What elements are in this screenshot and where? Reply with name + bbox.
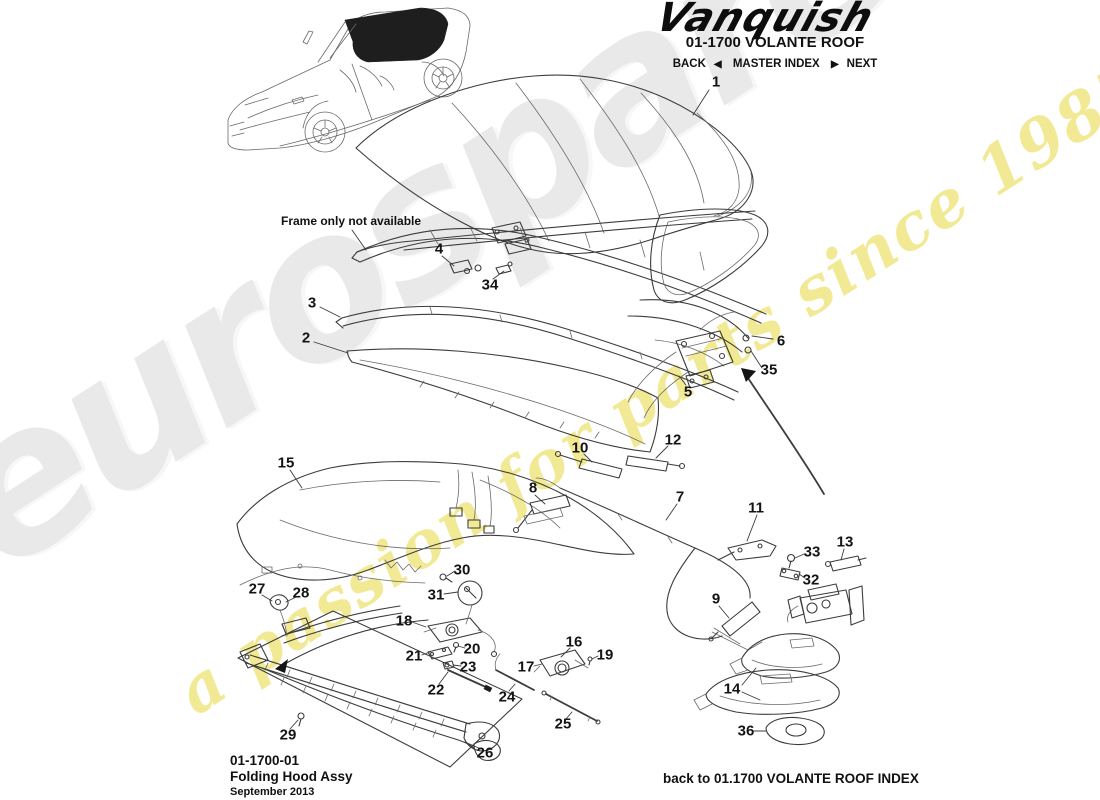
- part-callout-30: 30: [453, 561, 471, 579]
- part-callout-19: 19: [596, 646, 614, 664]
- detail-circle-part-31: [457, 580, 483, 606]
- base-frame-parts-26-29: [237, 605, 523, 768]
- part-callout-4: 4: [434, 240, 444, 258]
- part-callout-5: 5: [683, 383, 693, 401]
- next-arrow-icon[interactable]: ▶: [830, 59, 839, 70]
- part-callout-16: 16: [565, 633, 583, 651]
- page-title: 01-1700 VOLANTE ROOF: [685, 34, 865, 51]
- document-number: 01-1700-01: [230, 753, 300, 768]
- part-callout-22: 22: [427, 681, 445, 699]
- part-callout-11: 11: [748, 499, 764, 517]
- part-callout-10: 10: [571, 439, 589, 457]
- part-callout-14: 14: [723, 680, 741, 698]
- headliner-part-15: [236, 461, 635, 586]
- part-callout-7: 7: [675, 488, 685, 506]
- back-to-index-link[interactable]: back to 01.1700 VOLANTE ROOF INDEX: [663, 771, 919, 786]
- roof-bow-part-3: [335, 305, 739, 401]
- vanquish-logo: Vanquish: [650, 0, 880, 41]
- part-callout-25: 25: [554, 715, 572, 733]
- part-callout-26: 26: [476, 744, 494, 762]
- part-callout-20: 20: [463, 640, 481, 658]
- car-soft-top: [344, 7, 449, 63]
- part-callout-6: 6: [776, 332, 786, 350]
- part-callout-9: 9: [711, 590, 721, 608]
- part-callout-31: 31: [427, 586, 445, 604]
- motion-arrow-down-icon: [275, 619, 429, 673]
- bracket-part-4: [449, 259, 473, 274]
- roof-canopy-part-1: [355, 74, 754, 255]
- part-callout-15: 15: [277, 454, 295, 472]
- nav-next-link[interactable]: NEXT: [846, 58, 878, 70]
- part-callout-27: 27: [248, 580, 266, 598]
- part-callout-3: 3: [307, 294, 317, 312]
- part-callout-2: 2: [301, 329, 311, 347]
- part-callout-18: 18: [395, 612, 413, 630]
- part-callout-24: 24: [498, 688, 516, 706]
- leader-lines: [261, 89, 845, 750]
- cover-parts-14-36: [693, 633, 841, 746]
- part-callout-29: 29: [279, 726, 297, 744]
- roof-frame-assembly: [351, 208, 769, 324]
- clip-parts-27-28-30-31: [269, 573, 483, 637]
- car-illustration: [227, 7, 471, 153]
- link-rods-parts-21-25: [427, 646, 601, 725]
- hydraulic-hose-part-7: [535, 477, 751, 640]
- motor-parts-16-17-19: [533, 649, 593, 677]
- part-callout-32: 32: [802, 571, 820, 589]
- document-date: September 2013: [230, 786, 315, 798]
- motion-arrow-up-icon: [741, 368, 825, 495]
- latch-parts-11-32-33: [717, 539, 801, 581]
- part-callout-35: 35: [760, 361, 778, 379]
- nav-master-index-link[interactable]: MASTER INDEX: [732, 58, 820, 70]
- motor-parts-18-20: [423, 617, 498, 658]
- roof-bow-part-2: [346, 348, 660, 453]
- document-info: 01-1700-01 Folding Hood Assy September 2…: [230, 753, 353, 799]
- part-callout-28: 28: [292, 584, 310, 602]
- catalog-nav: BACK ◀ MASTER INDEX ▶ NEXT: [640, 58, 910, 70]
- bolt-part-30: [439, 573, 447, 581]
- rear-linkage-parts-5-6-35: [627, 299, 752, 419]
- roof-motor-assembly-right: [787, 583, 865, 626]
- back-arrow-icon[interactable]: ◀: [713, 59, 722, 70]
- nav-back-link[interactable]: BACK: [672, 58, 706, 70]
- part-callout-8: 8: [528, 479, 538, 497]
- part-callout-21: 21: [405, 647, 423, 665]
- part-callout-23: 23: [459, 658, 477, 676]
- part-callout-13: 13: [836, 533, 854, 551]
- bolt-part-29: [297, 712, 305, 720]
- part-callout-1: 1: [711, 73, 721, 91]
- bracket-part-34: [495, 264, 512, 275]
- part-callout-17: 17: [517, 658, 535, 676]
- document-title: Folding Hood Assy: [230, 769, 353, 784]
- frame-note: Frame only not available: [281, 214, 422, 228]
- part-callout-36: 36: [737, 722, 755, 740]
- part-callout-34: 34: [481, 276, 499, 294]
- part-callout-12: 12: [664, 431, 682, 449]
- part-callout-33: 33: [803, 543, 821, 561]
